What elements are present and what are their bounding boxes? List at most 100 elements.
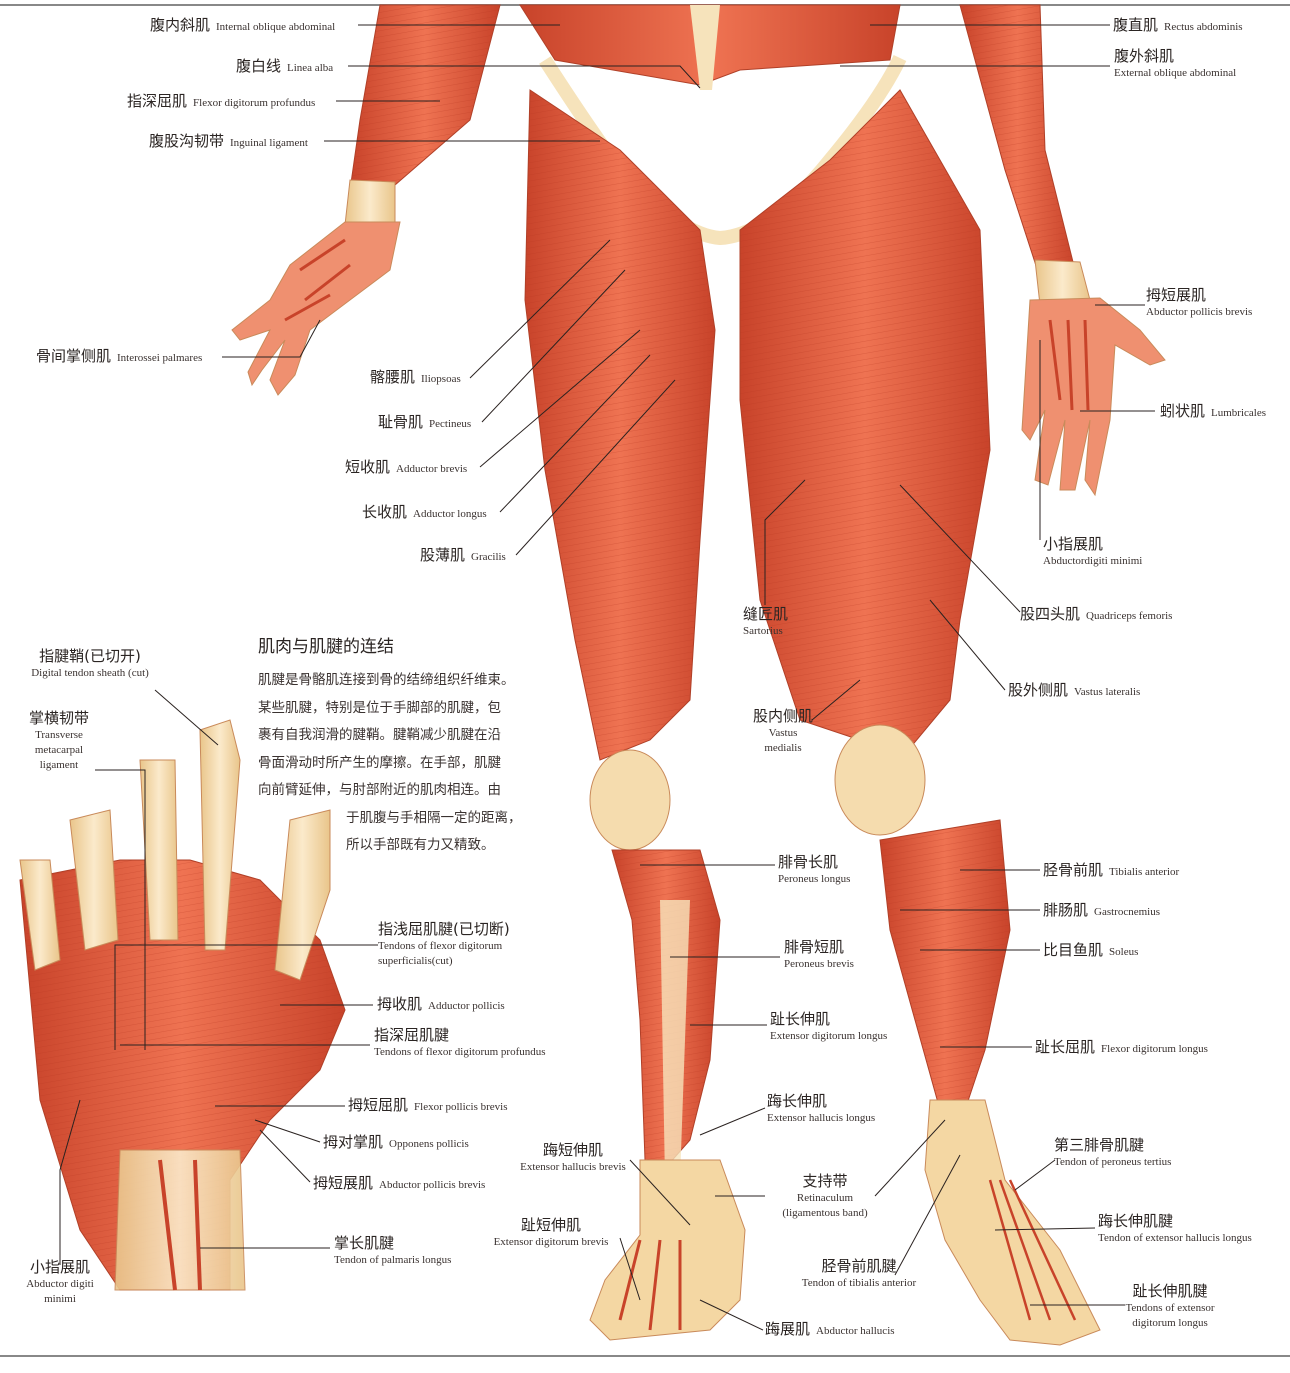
label-zh: 股外侧肌: [1008, 681, 1068, 699]
label-peroneus-longus: 腓骨长肌Peroneus longus: [778, 853, 850, 886]
label-en: Adductor longus: [413, 508, 487, 520]
label-external-oblique: 腹外斜肌External oblique abdominal: [1114, 47, 1236, 80]
label-en: Peroneus brevis: [784, 958, 854, 971]
label-zh: 耻骨肌: [378, 413, 423, 431]
label-en: Tendon of palmaris longus: [334, 1254, 451, 1267]
label-peroneus-tertius-tendon: 第三腓骨肌腱 Tendon of peroneus tertius: [1054, 1136, 1171, 1169]
label-en: Abductor pollicis brevis: [1146, 306, 1252, 319]
label-extensor-hallucis-brevis: 踇短伸肌Extensor hallucis brevis: [508, 1141, 638, 1174]
label-en: Vastus lateralis: [1074, 686, 1140, 698]
label-en: Flexor digitorum longus: [1101, 1043, 1208, 1055]
label-vastus-lateralis: 股外侧肌 Vastus lateralis: [1008, 681, 1140, 699]
label-en: Soleus: [1109, 946, 1138, 958]
essay-line: 所以手部既有力又精致。: [258, 832, 558, 860]
label-gastrocnemius: 腓肠肌 Gastrocnemius: [1043, 901, 1160, 919]
label-extensor-digitorum-brevis: 趾短伸肌Extensor digitorum brevis: [484, 1216, 618, 1249]
label-retinaculum: 支持带 Retinaculum (ligamentous band): [770, 1172, 880, 1220]
label-zh: 拇短展肌: [1146, 286, 1206, 304]
label-en: Internal oblique abdominal: [216, 21, 335, 33]
label-flexor-digitorum-profundus: 指深屈肌Flexor digitorum profundus: [127, 92, 315, 110]
label-en: Tendons of flexor digitorum: [378, 940, 510, 953]
label-zh: 第三腓骨肌腱: [1054, 1136, 1144, 1154]
essay-line: 裹有自我润滑的腱鞘。腱鞘减少肌腱在沿: [258, 722, 558, 750]
label-en: Retinaculum: [770, 1192, 880, 1205]
label-zh: 趾长屈肌: [1035, 1038, 1095, 1056]
label-tibialis-anterior: 胫骨前肌Tibialis anterior: [1043, 861, 1179, 879]
label-lumbricales: 蚓状肌Lumbricales: [1160, 402, 1266, 420]
label-zh: 掌横韧带: [29, 709, 89, 727]
label-en: Sartorius: [743, 625, 788, 638]
label-zh: 腓肠肌: [1043, 901, 1088, 919]
label-en: Flexor digitorum profundus: [193, 97, 315, 109]
label-flexor-digitorum-superficialis: 指浅屈肌腱(已切断) Tendons of flexor digitorum s…: [378, 920, 510, 968]
label-zh: 腓骨短肌: [784, 938, 844, 956]
label-internal-oblique: 腹内斜肌 Internal oblique abdominal: [150, 16, 335, 34]
label-zh: 腹直肌: [1113, 16, 1158, 34]
label-pectineus: 耻骨肌 Pectineus: [378, 413, 471, 431]
label-zh: 拇短屈肌: [348, 1096, 408, 1114]
label-zh: 踇长伸肌腱: [1098, 1212, 1173, 1230]
label-digital-tendon-sheath: 指腱鞘(已切开)Digital tendon sheath (cut): [22, 647, 158, 680]
label-zh: 腓骨长肌: [778, 853, 838, 871]
label-abductor-digiti-minimi-right: 小指展肌 Abductordigiti minimi: [1043, 535, 1142, 568]
label-en: Tendon of extensor hallucis longus: [1098, 1232, 1252, 1245]
label-zh: 腹股沟韧带: [149, 132, 224, 150]
label-zh: 胫骨前肌: [1043, 861, 1103, 879]
essay-line: 肌腱是骨骼肌连接到骨的结缔组织纤维束。: [258, 667, 558, 695]
label-flexor-profundus-tendons: 指深屈肌腱Tendons of flexor digitorum profund…: [374, 1026, 546, 1059]
label-en: Gracilis: [471, 551, 506, 563]
label-zh: 腹内斜肌: [150, 16, 210, 34]
label-en: minimi: [18, 1293, 102, 1306]
essay-line: 骨面滑动时所产生的摩擦。在手部，肌腱: [258, 750, 558, 778]
label-zh: 指深屈肌腱: [374, 1026, 449, 1044]
label-zh: 短收肌: [345, 458, 390, 476]
label-soleus: 比目鱼肌 Soleus: [1043, 941, 1138, 959]
label-en: Extensor hallucis brevis: [508, 1161, 638, 1174]
label-palmaris-longus-tendon: 掌长肌腱 Tendon of palmaris longus: [334, 1234, 451, 1267]
label-en: Abductor digiti: [18, 1278, 102, 1291]
essay-line: 于肌腹与手相隔一定的距离，: [258, 805, 558, 833]
label-gracilis: 股薄肌Gracilis: [420, 546, 506, 564]
label-zh: 髂腰肌: [370, 368, 415, 386]
label-en: Gastrocnemius: [1094, 906, 1160, 918]
label-en: digitorum longus: [1118, 1317, 1222, 1330]
label-en: External oblique abdominal: [1114, 67, 1236, 80]
label-zh: 趾长伸肌: [770, 1010, 830, 1028]
label-en: superficialis(cut): [378, 955, 510, 968]
label-extensor-digitorum-longus-tendons: 趾长伸肌腱 Tendons of extensor digitorum long…: [1118, 1282, 1222, 1330]
label-zh: 踇长伸肌: [767, 1092, 827, 1110]
label-extensor-digitorum-longus: 趾长伸肌 Extensor digitorum longus: [770, 1010, 887, 1043]
label-en: Abductor pollicis brevis: [379, 1179, 485, 1191]
label-zh: 比目鱼肌: [1043, 941, 1103, 959]
label-zh: 股内侧肌: [753, 707, 813, 725]
label-en: metacarpal: [18, 744, 100, 757]
essay-line: 某些肌腱，特别是位于手脚部的肌腱，包: [258, 695, 558, 723]
label-zh: 掌长肌腱: [334, 1234, 394, 1252]
label-en: Abductordigiti minimi: [1043, 555, 1142, 568]
label-en: Adductor pollicis: [428, 1000, 505, 1012]
label-en: Digital tendon sheath (cut): [22, 667, 158, 680]
label-transverse-metacarpal-ligament: 掌横韧带 Transverse metacarpal ligament: [18, 709, 100, 771]
label-en: Pectineus: [429, 418, 471, 430]
label-en: Tendon of tibialis anterior: [792, 1277, 926, 1290]
essay-line: 向前臂延伸，与肘部附近的肌肉相连。由: [258, 777, 558, 805]
label-en: Tendon of peroneus tertius: [1054, 1156, 1171, 1169]
label-en: Transverse: [18, 729, 100, 742]
label-zh: 胫骨前肌腱: [821, 1257, 896, 1275]
label-en: Extensor digitorum longus: [770, 1030, 887, 1043]
label-en: Interossei palmares: [117, 352, 202, 364]
label-zh: 小指展肌: [30, 1258, 90, 1276]
label-zh: 腹白线: [236, 57, 281, 75]
label-zh: 小指展肌: [1043, 535, 1103, 553]
